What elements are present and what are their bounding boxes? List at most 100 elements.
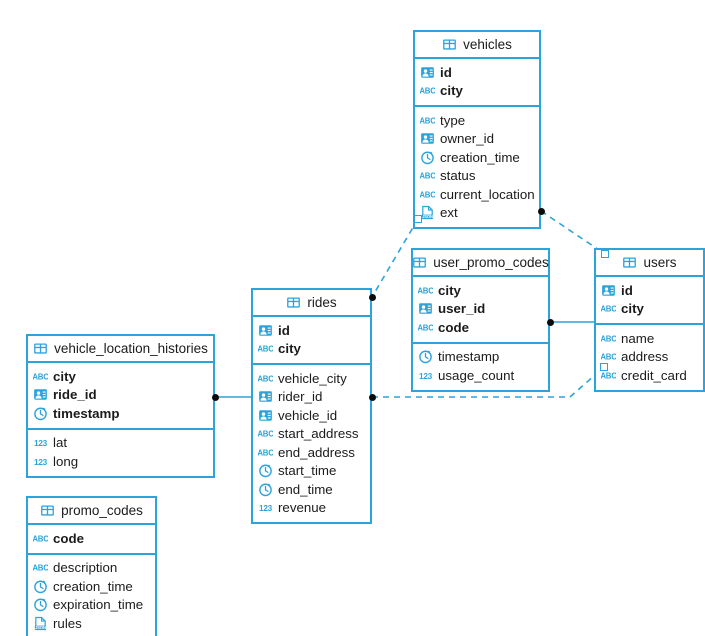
svg-text:ABC: ABC bbox=[420, 116, 435, 125]
field-label: creation_time bbox=[53, 578, 133, 594]
svg-text:ABC: ABC bbox=[258, 345, 273, 354]
field-label: address bbox=[621, 349, 669, 365]
field-label: start_address bbox=[278, 426, 359, 442]
field-row-id[interactable]: id bbox=[415, 63, 539, 82]
field-row-current_location[interactable]: ABC current_location bbox=[415, 185, 539, 204]
field-row-start_time[interactable]: start_time bbox=[253, 462, 370, 481]
entity-header-promo_codes[interactable]: promo_codes bbox=[28, 498, 155, 525]
field-row-owner_id[interactable]: owner_id bbox=[415, 130, 539, 149]
svg-text:ABC: ABC bbox=[420, 87, 435, 96]
field-row-ride_id[interactable]: ride_id bbox=[28, 386, 213, 405]
svg-text:ABC: ABC bbox=[601, 334, 616, 343]
field-row-creation_time[interactable]: creation_time bbox=[28, 577, 155, 596]
abc-icon: ABC bbox=[601, 334, 616, 343]
field-label: id bbox=[278, 322, 290, 338]
field-row-start_address[interactable]: ABC start_address bbox=[253, 425, 370, 444]
svg-text:ABC: ABC bbox=[258, 430, 273, 439]
abc-icon: ABC bbox=[420, 172, 435, 181]
field-label: creation_time bbox=[440, 149, 520, 165]
entity-title: vehicles bbox=[463, 36, 512, 52]
entity-title: promo_codes bbox=[61, 502, 143, 518]
field-row-id[interactable]: id bbox=[596, 281, 703, 300]
clock-icon bbox=[259, 483, 272, 496]
field-row-creation_time[interactable]: creation_time bbox=[415, 148, 539, 167]
svg-text:ABC: ABC bbox=[33, 372, 48, 381]
table-icon bbox=[443, 39, 456, 50]
entity-header-users[interactable]: users bbox=[596, 250, 703, 277]
clock-icon bbox=[34, 598, 47, 612]
field-row-vehicle_id[interactable]: vehicle_id bbox=[253, 406, 370, 425]
key-id-icon bbox=[421, 67, 434, 78]
field-row-id[interactable]: id bbox=[253, 321, 370, 340]
field-row-user_id[interactable]: user_id bbox=[413, 300, 548, 319]
svg-text:ABC: ABC bbox=[601, 305, 616, 314]
svg-text:ABC: ABC bbox=[258, 448, 273, 457]
svg-text:ABC: ABC bbox=[420, 172, 435, 181]
field-row-end_time[interactable]: end_time bbox=[253, 480, 370, 499]
entity-header-vehicle_location_histories[interactable]: vehicle_location_histories bbox=[28, 336, 213, 363]
field-label: expiration_time bbox=[53, 597, 144, 613]
svg-text:ABC: ABC bbox=[601, 371, 616, 380]
field-row-timestamp[interactable]: timestamp bbox=[413, 348, 548, 367]
field-label: lat bbox=[53, 435, 68, 451]
key-id-icon bbox=[34, 389, 47, 400]
field-row-rider_id[interactable]: rider_id bbox=[253, 388, 370, 407]
field-label: vehicle_id bbox=[278, 407, 338, 423]
field-row-name[interactable]: ABC name bbox=[596, 329, 703, 348]
field-label: long bbox=[53, 453, 79, 469]
svg-text:123: 123 bbox=[34, 439, 48, 448]
entity-header-vehicles[interactable]: vehicles bbox=[415, 32, 539, 59]
num-icon: 123 bbox=[259, 504, 273, 513]
field-label: user_id bbox=[438, 301, 486, 317]
abc-icon: ABC bbox=[258, 448, 273, 457]
entity-header-user_promo_codes[interactable]: user_promo_codes bbox=[413, 250, 549, 277]
field-row-long[interactable]: 123 long bbox=[28, 452, 213, 471]
field-label: id bbox=[440, 64, 452, 80]
attribute-field-group: 123 lat 123 long bbox=[28, 427, 213, 476]
field-label: rules bbox=[53, 615, 82, 631]
svg-text:ABC: ABC bbox=[33, 534, 48, 543]
field-row-timestamp[interactable]: timestamp bbox=[28, 404, 213, 423]
field-row-expiration_time[interactable]: expiration_time bbox=[28, 596, 155, 615]
field-row-lat[interactable]: 123 lat bbox=[28, 434, 213, 453]
relationship-target-square-marker bbox=[601, 250, 609, 258]
num-icon: 123 bbox=[34, 458, 48, 467]
svg-text:ABC: ABC bbox=[418, 323, 433, 332]
svg-text:ABC: ABC bbox=[420, 190, 435, 199]
field-label: name bbox=[621, 330, 655, 346]
entity-header-rides[interactable]: rides bbox=[253, 290, 370, 317]
field-label: timestamp bbox=[438, 349, 500, 365]
abc-icon: ABC bbox=[258, 374, 273, 383]
field-label: current_location bbox=[440, 186, 535, 202]
table-icon bbox=[287, 297, 301, 308]
table-icon bbox=[34, 343, 47, 354]
table-icon bbox=[413, 257, 427, 268]
